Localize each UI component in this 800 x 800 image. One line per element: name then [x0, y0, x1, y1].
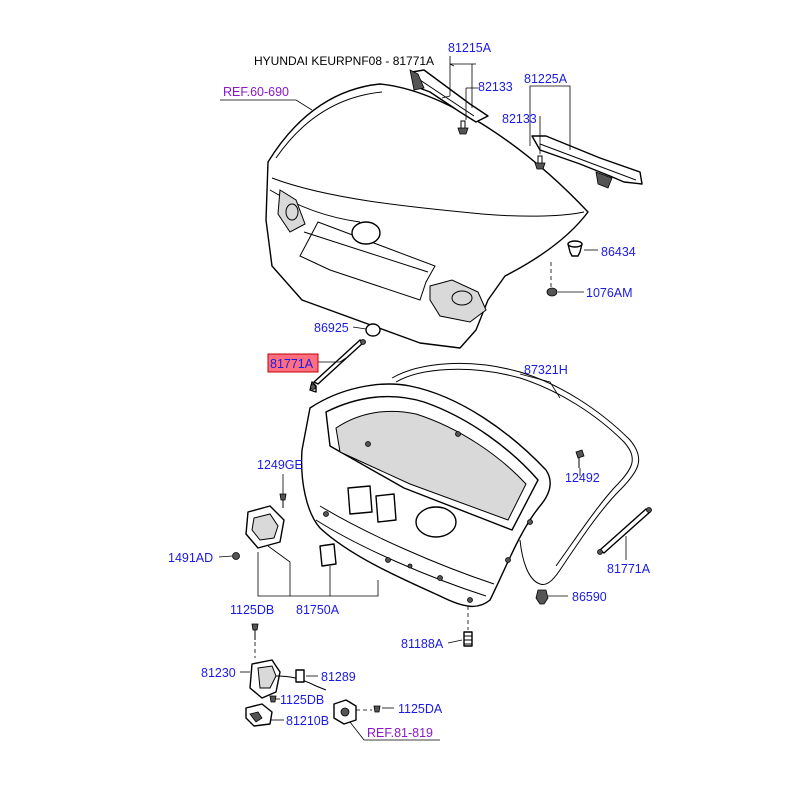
torsion-spring[interactable] [463, 631, 473, 647]
trunk-trim-panel[interactable] [300, 383, 551, 607]
label-1125DB-mid[interactable]: 1125DB [280, 693, 324, 707]
label-81771A-right[interactable]: 81771A [607, 562, 651, 576]
selected-part-highlight[interactable]: 81771A [267, 353, 319, 373]
label-86434[interactable]: 86434 [601, 245, 636, 259]
label-1125DB-top[interactable]: 1125DB [230, 603, 274, 617]
key-cylinder[interactable] [333, 699, 357, 725]
left-cover-plate [347, 485, 373, 515]
label-81289[interactable]: 81289 [321, 670, 356, 684]
trunk-lid-panel[interactable] [265, 83, 589, 349]
label-86590[interactable]: 86590 [572, 590, 607, 604]
label-81771A-selected[interactable]: 81771A [270, 357, 314, 371]
trim-clip[interactable] [535, 589, 549, 605]
hinge-right[interactable] [531, 135, 643, 189]
label-1125DA[interactable]: 1125DA [398, 702, 443, 716]
label-1076AM[interactable]: 1076AM [586, 286, 633, 300]
leader-lines [218, 56, 627, 741]
nut-1491AD[interactable] [232, 552, 240, 560]
label-81188A[interactable]: 81188A [401, 637, 444, 651]
selected-part-box [267, 353, 319, 373]
bolt-1125DA[interactable] [373, 705, 381, 713]
label-1249GE[interactable]: 1249GE [257, 458, 303, 472]
screw-12492[interactable] [575, 449, 585, 468]
label-87321H[interactable]: 87321H [524, 363, 568, 377]
label-81215A[interactable]: 81215A [448, 41, 492, 55]
hinge-bolt-right[interactable] [534, 155, 546, 170]
hole-plug[interactable] [365, 323, 381, 337]
gas-strut-right[interactable] [597, 507, 652, 555]
bumper-stopper[interactable] [567, 240, 583, 257]
latch-actuator[interactable] [245, 703, 273, 727]
reference-link-bottom[interactable]: REF.81-819 [367, 726, 433, 740]
diagram-title: HYUNDAI KEURPNF08 - 81771A [254, 54, 434, 68]
label-12492[interactable]: 12492 [565, 471, 600, 485]
latch-cable-clip[interactable] [295, 669, 305, 683]
label-81750A[interactable]: 81750A [296, 603, 340, 617]
right-cover-plate [375, 493, 397, 523]
right-lamp-cutout [429, 279, 487, 323]
trunk-lamp[interactable] [245, 505, 285, 549]
trunk-latch[interactable] [249, 659, 327, 699]
label-81225A[interactable]: 81225A [524, 72, 568, 86]
left-lamp-cutout [277, 189, 306, 233]
bolt-1125DB-top[interactable] [251, 623, 259, 640]
reference-link-top[interactable]: REF.60-690 [223, 85, 289, 99]
clip-nut[interactable] [546, 287, 558, 297]
label-86925[interactable]: 86925 [314, 321, 349, 335]
label-82133-top[interactable]: 82133 [478, 80, 513, 94]
panel-oval-hole [415, 506, 457, 538]
inner-opening [335, 410, 527, 521]
bolt-1249GE[interactable] [279, 493, 287, 508]
emblem-recess [351, 221, 381, 245]
label-82133-right[interactable]: 82133 [502, 112, 537, 126]
part-labels: 81215A 82133 81225A 82133 86434 1076AM 8… [168, 41, 651, 728]
bolt-1125DB-mid[interactable] [269, 695, 277, 703]
trim-small-cover[interactable] [319, 543, 337, 567]
label-81230[interactable]: 81230 [201, 666, 236, 680]
hinge-bolt-left[interactable] [457, 120, 469, 135]
label-1491AD[interactable]: 1491AD [168, 551, 213, 565]
label-81210B[interactable]: 81210B [286, 714, 329, 728]
weatherstrip-seal[interactable] [391, 362, 640, 585]
